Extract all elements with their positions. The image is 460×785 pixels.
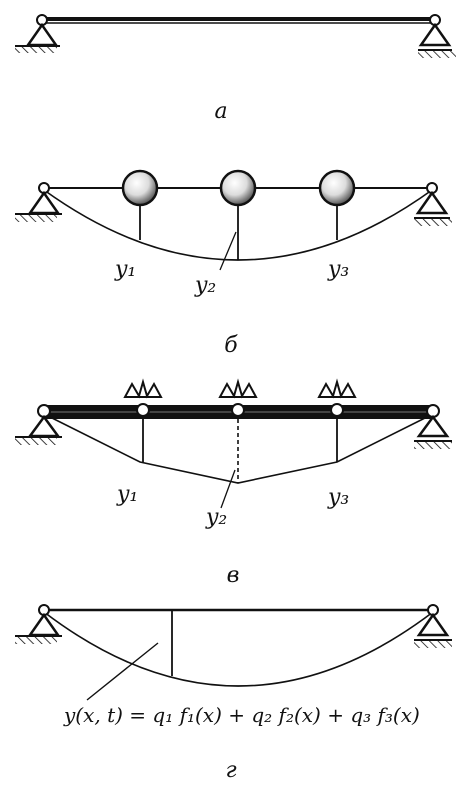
mass-2 [219, 169, 257, 207]
leader-line [86, 642, 159, 701]
caption-d: г [225, 758, 236, 783]
label-y1: y₁ [114, 257, 136, 282]
label-y2: y₂ [194, 273, 216, 298]
mode-superposition-formula: y(x, t) = q₁ f₁(x) + q₂ f₂(x) + q₃ f₃(x) [63, 703, 420, 727]
panel-a: а [15, 14, 456, 124]
hinge-1 [123, 378, 163, 417]
right-roller-support [414, 404, 452, 449]
hinge-3 [317, 378, 357, 417]
caption-c: в [227, 563, 240, 588]
mass-3 [318, 169, 356, 207]
right-roller-support [414, 182, 452, 226]
right-roller-support [418, 14, 456, 58]
label-y3: y₃ [327, 257, 349, 282]
label-y2: y₂ [205, 505, 227, 530]
panel-b: y₁ y₂ y₃ б [15, 169, 452, 358]
left-pin-support [15, 182, 62, 222]
left-pin-support [15, 14, 60, 53]
mass-1 [121, 169, 159, 207]
panel-c: y₁ y₂ y₃ в [15, 378, 452, 588]
left-pin-support [15, 604, 62, 644]
hinge-2 [218, 378, 258, 417]
label-y1: y₁ [116, 482, 138, 507]
mode-shape-curve [43, 611, 434, 687]
label-y3: y₃ [327, 485, 349, 510]
panel-d: y(x, t) = q₁ f₁(x) + q₂ f₂(x) + q₃ f₃(x)… [15, 604, 452, 783]
caption-a: а [214, 99, 227, 124]
right-roller-support [414, 604, 452, 648]
left-pin-support [15, 404, 62, 445]
caption-b: б [224, 333, 238, 358]
